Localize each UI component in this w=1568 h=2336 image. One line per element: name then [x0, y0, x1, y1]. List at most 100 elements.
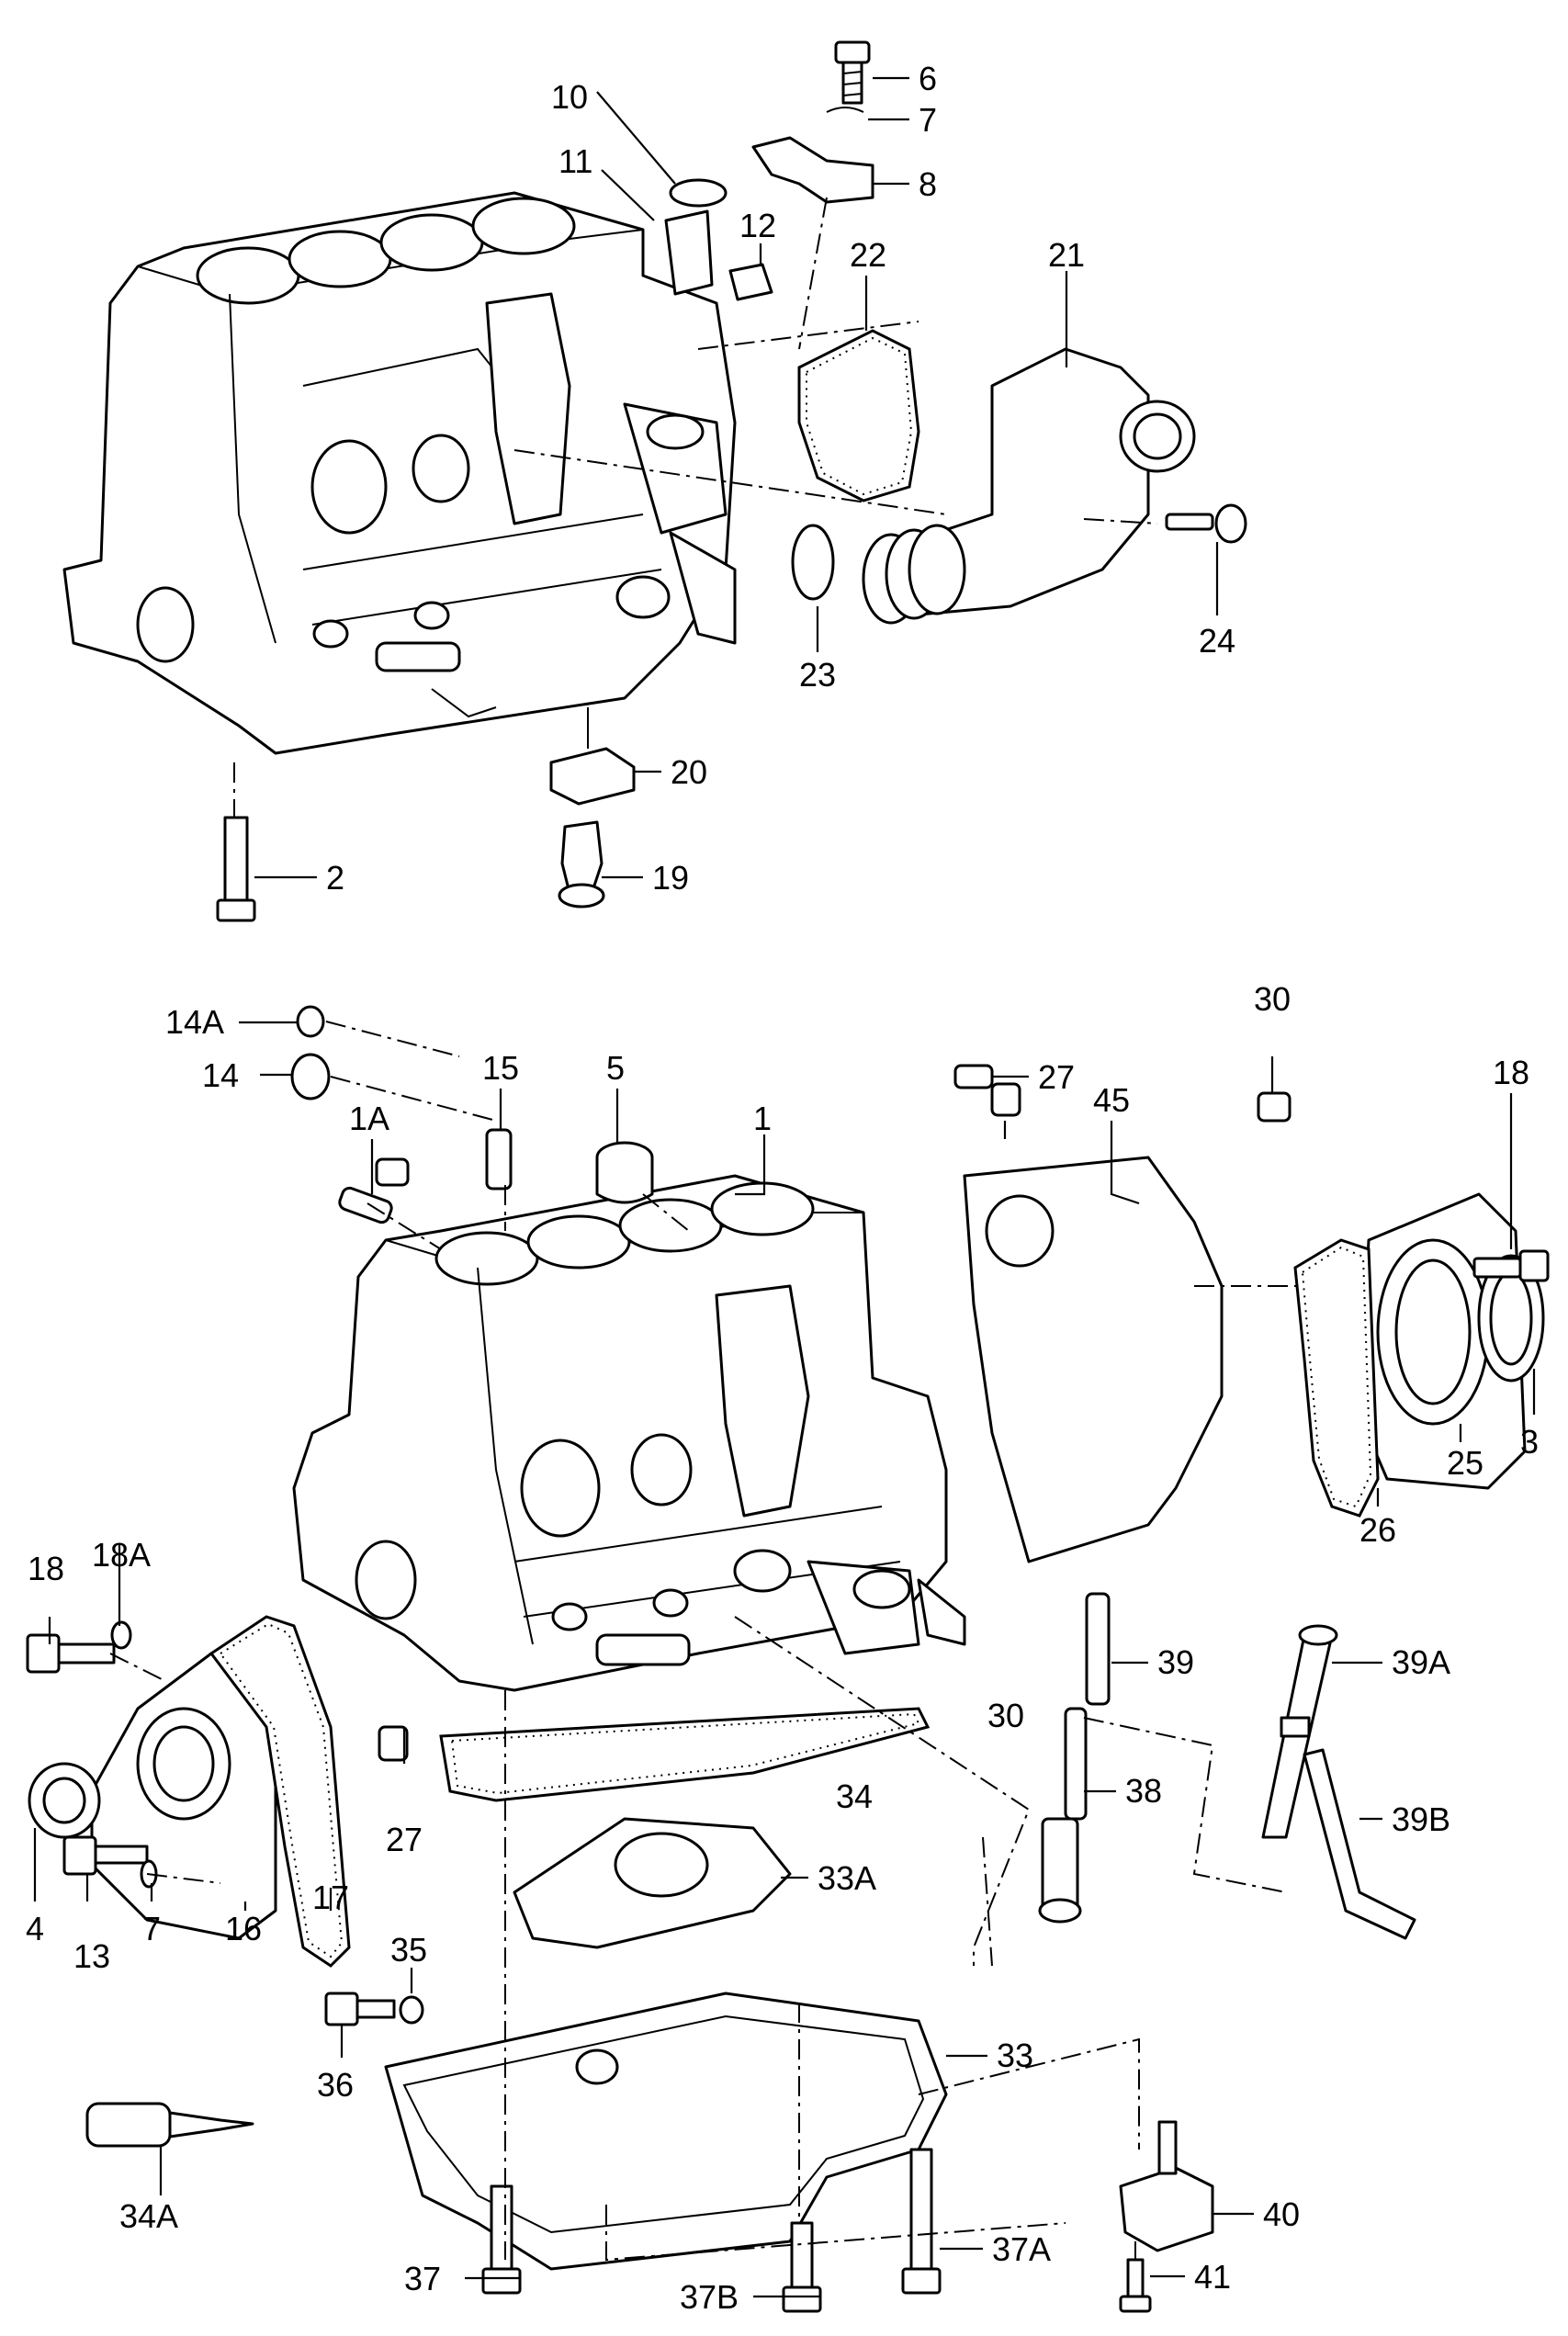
oil-pan-33	[384, 1992, 948, 2271]
callout-25: 25	[1447, 1444, 1483, 1482]
callout-38: 38	[1125, 1772, 1162, 1810]
callout-17: 17	[312, 1879, 349, 1916]
callout-14: 14	[202, 1056, 239, 1094]
mount-20	[549, 726, 636, 806]
front-seal-flange-16	[90, 1652, 277, 1940]
callout-14A: 14A	[165, 1003, 224, 1041]
bolt-2	[216, 816, 256, 922]
sealant-tube-34A	[85, 2102, 254, 2148]
top-engine-block-drawing	[62, 191, 737, 755]
callout-7-bottom: 7	[142, 1910, 161, 1947]
callout-15: 15	[482, 1049, 519, 1087]
callout-36: 36	[317, 2066, 354, 2104]
seal-3	[1477, 1254, 1545, 1382]
callout-41: 41	[1194, 2258, 1231, 2296]
dowel-27-left	[375, 1157, 410, 1187]
o-ring-23	[791, 524, 835, 601]
gasket-17	[209, 1615, 351, 1968]
callout-19: 19	[652, 859, 689, 897]
bush-30-top	[1257, 1091, 1292, 1123]
dowel-27-bottom	[378, 1725, 409, 1762]
callout-labels: 6 7 8 10 11 12 22 21 23 24 20 19 2 30 15…	[26, 60, 1539, 2316]
baffle-33A	[513, 1817, 792, 1949]
bolt-37	[481, 2184, 522, 2295]
seal-4	[28, 1762, 101, 1839]
callout-27-right: 27	[1038, 1058, 1075, 1096]
callout-35: 35	[390, 1931, 427, 1969]
plug-19	[558, 820, 605, 908]
callout-37B: 37B	[680, 2278, 739, 2316]
bolt-18-left	[26, 1633, 116, 1674]
callout-39: 39	[1157, 1643, 1194, 1681]
bottom-engine-block-drawing	[292, 1174, 966, 1692]
callout-21: 21	[1048, 236, 1085, 274]
callout-22: 22	[850, 236, 886, 274]
dowel-27-right	[953, 1064, 994, 1089]
callout-1: 1	[753, 1100, 772, 1137]
callout-10: 10	[551, 78, 588, 116]
gasket-26	[1293, 1238, 1380, 1518]
bracket-8	[751, 136, 874, 204]
sleeve-11	[664, 209, 714, 296]
screw-24	[1165, 503, 1247, 544]
callout-39B: 39B	[1392, 1800, 1450, 1838]
gasket-34	[439, 1707, 931, 1802]
bolt-37B	[782, 2221, 822, 2313]
callout-13: 13	[73, 1937, 110, 1975]
callout-18A: 18A	[92, 1536, 151, 1574]
callout-20: 20	[671, 753, 707, 791]
plug-14A	[296, 1005, 325, 1038]
callout-7-top: 7	[919, 101, 937, 139]
bolt-6	[834, 40, 871, 105]
clip-7	[826, 107, 864, 113]
callout-8: 8	[919, 165, 937, 203]
callout-16: 16	[225, 1910, 262, 1947]
callout-30-top: 30	[1254, 980, 1291, 1018]
washer-18A	[110, 1620, 132, 1650]
dowel-15	[485, 1128, 513, 1191]
leader-lines	[33, 76, 1536, 2298]
callout-23: 23	[799, 656, 836, 694]
callout-45: 45	[1093, 1081, 1130, 1119]
callout-18-left: 18	[28, 1550, 64, 1587]
oil-level-sender-40	[1119, 2120, 1214, 2252]
intermediate-plate-45	[963, 1156, 1224, 1563]
bush-5	[595, 1141, 654, 1204]
callout-33A: 33A	[818, 1859, 876, 1897]
coolant-flange-21	[862, 347, 1196, 625]
callout-11: 11	[558, 142, 592, 180]
washer-35	[399, 1995, 424, 2025]
plug-12	[728, 263, 773, 301]
callout-26: 26	[1359, 1511, 1396, 1549]
callout-34: 34	[836, 1777, 873, 1815]
callout-40: 40	[1263, 2195, 1300, 2233]
bolt-37A	[901, 2148, 942, 2295]
callout-2: 2	[326, 859, 344, 897]
callout-30-bottom: 30	[987, 1697, 1024, 1734]
bolt-13	[62, 1835, 149, 1876]
callout-27-bottom: 27	[386, 1821, 423, 1858]
callout-5: 5	[606, 1049, 625, 1087]
bush-30-right	[990, 1082, 1021, 1117]
callout-1A: 1A	[349, 1100, 389, 1137]
dipstick-tube-39A	[1261, 1624, 1338, 1839]
callout-33: 33	[997, 2037, 1033, 2074]
screw-41	[1119, 2258, 1152, 2313]
callout-3: 3	[1520, 1423, 1539, 1461]
plug-14	[290, 1053, 331, 1100]
bolt-18-right	[1472, 1249, 1550, 1282]
bracket-39B	[1303, 1748, 1416, 1940]
dipstick-guide-38	[1038, 1707, 1088, 1924]
bolt-36	[324, 1992, 396, 2026]
callout-34A: 34A	[119, 2197, 178, 2235]
callout-4: 4	[26, 1910, 44, 1947]
dowel-1A	[338, 1186, 393, 1224]
dipstick-39	[1085, 1592, 1111, 1706]
callout-12: 12	[739, 207, 776, 244]
callout-6: 6	[919, 60, 937, 97]
callout-37A: 37A	[992, 2230, 1051, 2268]
callout-18-right: 18	[1493, 1054, 1529, 1091]
callout-37: 37	[404, 2260, 441, 2297]
callout-24: 24	[1199, 622, 1235, 660]
